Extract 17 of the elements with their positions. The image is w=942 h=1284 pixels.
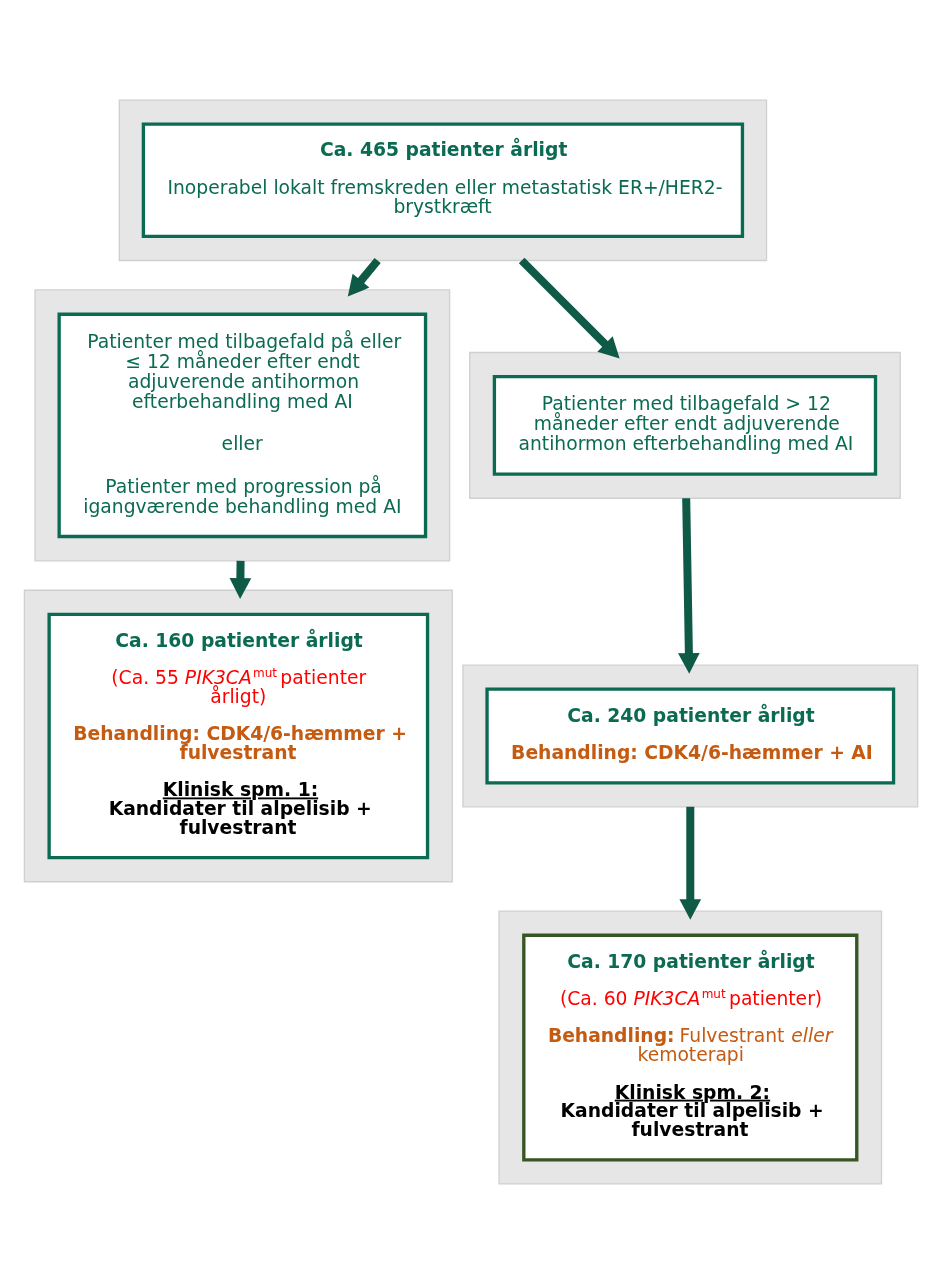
arrow (229, 560, 252, 599)
cluster (462, 664, 919, 808)
cluster (23, 589, 453, 883)
cluster (118, 99, 768, 262)
node-box: Patienter med tilbagefald > 12 måneder efter endt adjuverende antihormon efterbehandling med AI (492, 374, 878, 476)
cluster (34, 289, 451, 562)
cluster (469, 351, 901, 499)
node-box: Ca. 170 patienter årligt (Ca. 60 PIK3CA$^{mut}$ patienter) Behandling: Fulvestrant eller kemoterapi Klinisk spm. 2: Kandidater til alpelisib + fulvestrant (522, 933, 859, 1162)
cluster (498, 910, 883, 1185)
arrow (347, 257, 381, 297)
node-box: Ca. 160 patienter årligt (Ca. 55 PIK3CA$^{mut}$ patienter årligt) Behandling: CDK4/6-hæmmer + fulvestrant Klinisk spm. 1: Kandidater til alpelisib + fulvestrant (47, 612, 430, 860)
arrow (679, 806, 702, 920)
node-box: Ca. 240 patienter årligt Behandling: CDK4/6-hæmmer + AI (485, 687, 896, 785)
node-box: Ca. 465 patienter årligt Inoperabel lokalt fremskreden eller metastatisk ER+/HER2- brystkræft (141, 122, 745, 239)
node-box: Patienter med tilbagefald på eller ≤ 12 måneder efter endt adjuverende antihormon efterbehandling med AI eller Patienter med progression på igangværende behandling med AI (57, 312, 428, 539)
arrow (678, 498, 700, 674)
arrow (518, 257, 620, 359)
